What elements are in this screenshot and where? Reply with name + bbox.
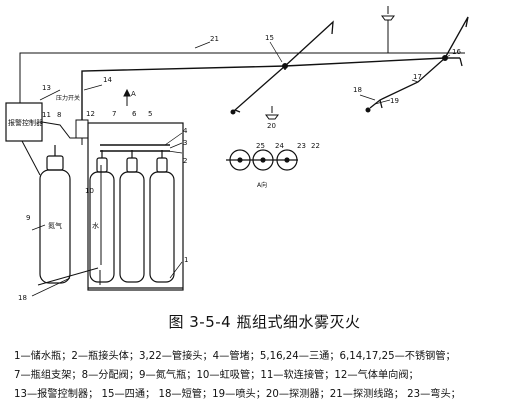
legend-line-2: 7—瓶组支架；8—分配阀；9—氮气瓶；10—虹吸管；11—软连接管；12—气体单… — [14, 370, 419, 381]
label-controller: 报警控制器 — [8, 118, 43, 127]
label-nitrogen: 氮气 — [48, 221, 62, 230]
legend-line-1: 1—储水瓶；2—瓶接头体；3,22—管接头；4—管堵；5,16,24—三通；6,… — [14, 351, 456, 362]
label-view-a-direction: A向 — [257, 181, 267, 189]
label-water: 水 — [92, 221, 99, 230]
callout-12: 12 — [86, 110, 95, 118]
callout-14: 14 — [103, 76, 112, 84]
callout-18: 18 — [353, 86, 362, 94]
manifold — [100, 144, 170, 152]
callout-25: 25 — [256, 142, 265, 150]
callout-5: 5 — [148, 110, 152, 118]
callout-20: 20 — [267, 122, 276, 130]
callout-11: 11 — [42, 111, 51, 119]
controller-wiring — [21, 121, 76, 176]
detection-line — [19, 20, 465, 103]
distribution-valve — [75, 119, 89, 145]
label-view-a: A — [131, 90, 136, 98]
callout-22: 22 — [311, 142, 320, 150]
callout-18b: 18 — [18, 294, 27, 302]
figure-caption: 图 3-5-4 瓶组式细水雾灭火 — [168, 313, 361, 331]
detector-top — [381, 6, 395, 21]
nozzle-markers — [230, 55, 448, 115]
callout-9: 9 — [26, 214, 30, 222]
callout-3: 3 — [183, 139, 187, 147]
callout-1: 1 — [184, 256, 188, 264]
water-cylinders — [89, 150, 175, 283]
callout-23: 23 — [297, 142, 306, 150]
siphon-tube — [99, 165, 102, 285]
detector-lower — [265, 106, 279, 120]
view-a-detail — [226, 149, 298, 171]
leader-lines — [31, 41, 451, 297]
view-a-arrow — [123, 88, 131, 106]
callout-17: 17 — [413, 73, 422, 81]
callout-13: 13 — [42, 84, 51, 92]
nitrogen-cylinder — [39, 145, 71, 284]
callout-24: 24 — [275, 142, 284, 150]
callout-4: 4 — [183, 127, 188, 135]
callout-10: 10 — [85, 187, 94, 195]
label-pressure-switch: 压力开关 — [56, 94, 80, 102]
callout-15: 15 — [265, 34, 274, 42]
support-bracket — [37, 267, 99, 286]
legend-line-3: 13—报警控制器； 15—四通； 18—短管；19—喷头；20—探测器；21—探… — [14, 389, 461, 400]
callout-2: 2 — [183, 157, 187, 165]
callout-21: 21 — [210, 35, 219, 43]
callout-16: 16 — [452, 48, 461, 56]
cylinder-rack — [87, 122, 184, 291]
callout-7: 7 — [112, 110, 116, 118]
callout-8: 8 — [57, 111, 61, 119]
callout-6: 6 — [132, 110, 137, 118]
callout-19: 19 — [390, 97, 399, 105]
pipe-branches — [233, 16, 469, 113]
